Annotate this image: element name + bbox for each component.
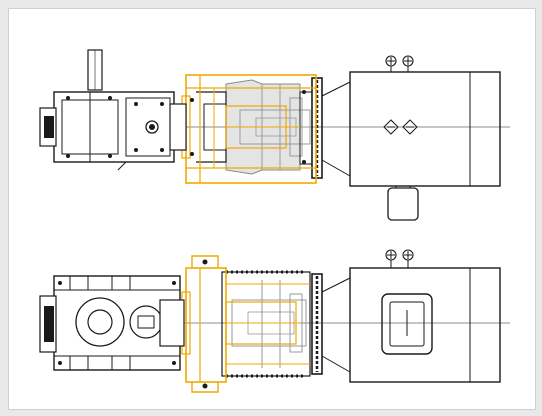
finned-housing-side xyxy=(221,270,311,378)
motor-flange-top xyxy=(311,77,323,179)
side-view xyxy=(39,249,510,393)
motor-top xyxy=(321,55,501,221)
gearbox-side xyxy=(39,275,185,371)
highlight-frame-side xyxy=(181,255,310,393)
top-view xyxy=(39,49,510,221)
gearbox-top xyxy=(39,49,187,171)
motor-side xyxy=(321,249,501,383)
motor-flange-side xyxy=(311,273,323,375)
lifting-eye-icon xyxy=(385,249,414,268)
lifting-eye-icon xyxy=(385,55,414,72)
